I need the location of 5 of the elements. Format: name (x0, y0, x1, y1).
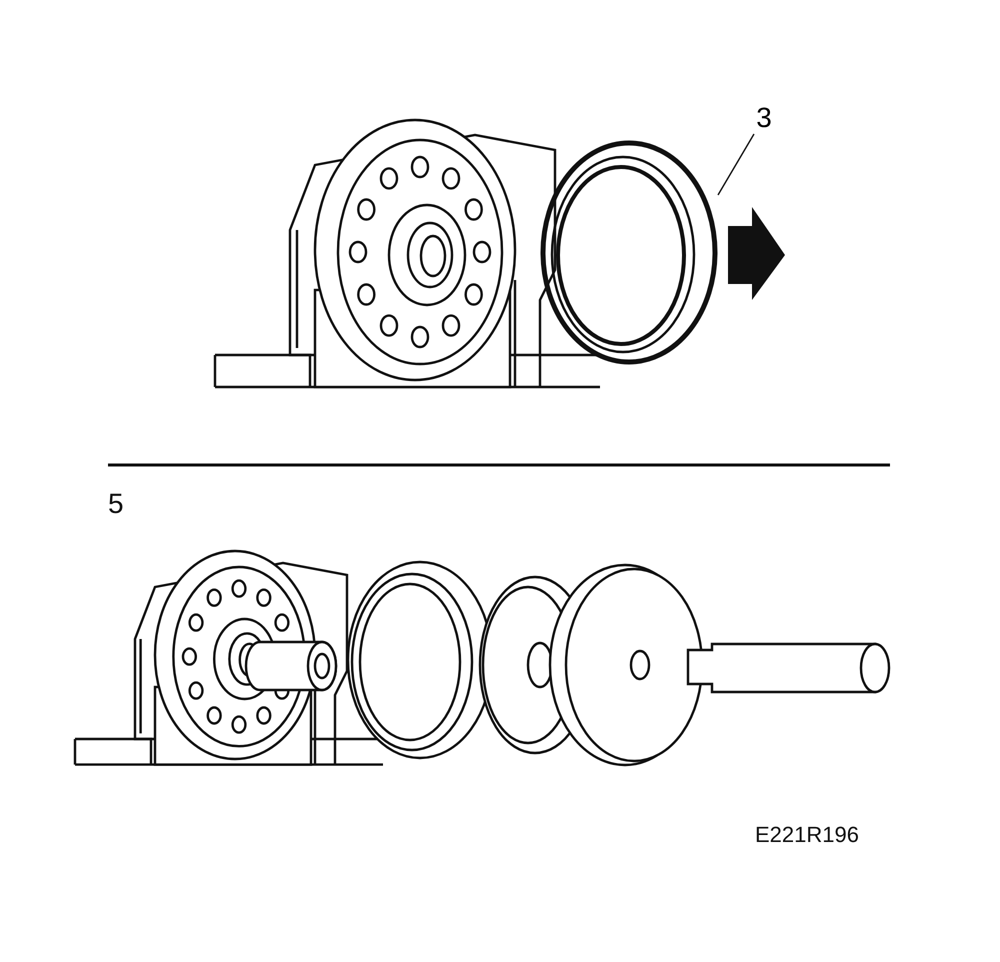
seal-ring-drawing (540, 140, 718, 365)
leader-line (717, 134, 755, 196)
figure-code: E221R196 (755, 822, 859, 848)
callout-number: 3 (752, 100, 776, 136)
step-number: 5 (108, 488, 124, 520)
